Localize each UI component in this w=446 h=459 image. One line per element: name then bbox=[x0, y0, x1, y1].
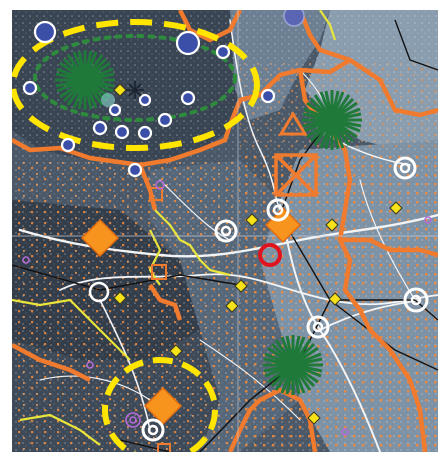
triangle-icon bbox=[278, 111, 308, 136]
ring-icon bbox=[125, 412, 141, 428]
square-icon bbox=[157, 443, 171, 452]
boundary-orange bbox=[12, 10, 438, 452]
ring-icon bbox=[129, 416, 137, 424]
blue-circle-icon bbox=[215, 44, 231, 60]
ring-icon bbox=[155, 180, 165, 190]
target-ring-icon bbox=[403, 287, 429, 313]
blue-circle-icon bbox=[22, 80, 38, 96]
target-ring-icon bbox=[306, 315, 330, 339]
blue-circle-icon bbox=[60, 137, 76, 153]
diamond-icon bbox=[143, 386, 183, 426]
ring-icon bbox=[86, 361, 94, 369]
purple-ring-markers bbox=[22, 180, 432, 436]
blue-circle-icon bbox=[138, 93, 152, 107]
ring-icon bbox=[341, 428, 349, 436]
highlight-ellipse-northwest-inner bbox=[33, 34, 237, 122]
square-icon bbox=[149, 187, 163, 201]
asterisk-icon bbox=[126, 81, 144, 99]
diamond-icon bbox=[328, 292, 342, 306]
blue-circle-icon bbox=[180, 90, 196, 106]
blue-circle-icon bbox=[127, 162, 143, 178]
blue-circle-icon bbox=[114, 124, 130, 140]
diamond-icon bbox=[234, 279, 248, 293]
ring-icon bbox=[22, 256, 30, 264]
starburst-northeast bbox=[302, 90, 362, 150]
blue-circle-icon bbox=[33, 20, 57, 44]
blue-circle-markers bbox=[22, 20, 276, 178]
starburst-south bbox=[263, 335, 323, 395]
red-ring-icon bbox=[258, 243, 282, 267]
target-ring-icon bbox=[141, 418, 165, 442]
target-ring-icon bbox=[393, 156, 417, 180]
blue-circle-icon bbox=[260, 88, 276, 104]
diamond-icon bbox=[113, 291, 127, 305]
diamond-icon bbox=[245, 213, 259, 227]
highlight-ellipse-south bbox=[102, 357, 218, 452]
diamond-icon bbox=[169, 344, 183, 358]
blue-circle-icon bbox=[175, 30, 201, 56]
settlement-dots-west bbox=[12, 160, 240, 452]
large-diamond-markers bbox=[80, 206, 302, 426]
diamond-icon bbox=[307, 411, 321, 425]
blue-sphere-icon bbox=[283, 10, 305, 27]
target-ring-icon bbox=[266, 198, 290, 222]
starburst-northwest bbox=[55, 50, 115, 110]
small-square-markers bbox=[149, 187, 171, 452]
blue-circle-icon bbox=[157, 112, 173, 128]
blue-circle-icon bbox=[92, 120, 108, 136]
diamond-icon bbox=[389, 201, 403, 215]
small-diamond-markers bbox=[113, 83, 403, 425]
blue-circle-icon bbox=[137, 125, 153, 141]
target-ring-markers bbox=[88, 156, 429, 442]
square-icon bbox=[151, 264, 167, 280]
ring-icon bbox=[424, 216, 432, 224]
diamond-icon bbox=[80, 218, 120, 258]
target-ring-icon bbox=[214, 219, 238, 243]
diamond-icon bbox=[113, 83, 127, 97]
diamond-icon bbox=[225, 299, 239, 313]
target-ring-icon bbox=[88, 281, 110, 303]
blue-circle-icon bbox=[108, 103, 122, 117]
square-cross-icon bbox=[274, 153, 318, 197]
map-content bbox=[12, 10, 438, 452]
highlight-ellipse-northwest bbox=[12, 19, 260, 151]
glow-marker bbox=[101, 93, 115, 107]
boundary-yellow bbox=[12, 10, 337, 446]
diamond-icon bbox=[325, 218, 339, 232]
